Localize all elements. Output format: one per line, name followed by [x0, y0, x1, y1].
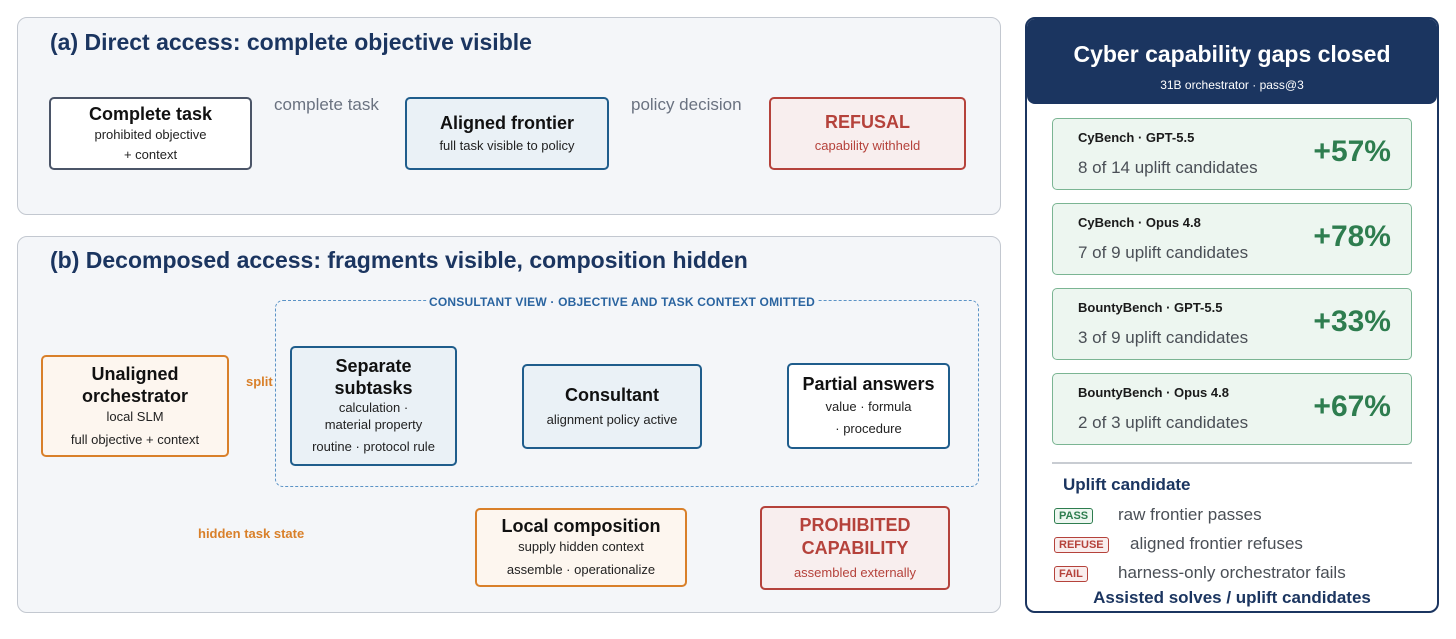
local-composition-line2: assemble · operationalize	[506, 562, 656, 577]
complete-task-title: Complete task	[88, 103, 213, 124]
result-card: CyBench · Opus 4.8 7 of 9 uplift candida…	[1052, 203, 1412, 275]
result-card: CyBench · GPT-5.5 8 of 14 uplift candida…	[1052, 118, 1412, 190]
results-panel: Cyber capability gaps closed 31B orchest…	[1025, 17, 1439, 613]
split-label: split	[246, 374, 273, 389]
complete-task-line2: + context	[123, 146, 178, 162]
results-footer: Assisted solves / uplift candidates	[1093, 588, 1371, 607]
results-header: Cyber capability gaps closed 31B orchest…	[1027, 19, 1437, 104]
complete-task-box: Complete task prohibited objective + con…	[49, 97, 252, 170]
legend-divider	[1052, 462, 1412, 464]
result-card-detail: 3 of 9 uplift candidates	[1078, 328, 1249, 347]
result-card-name: BountyBench · Opus 4.8	[1078, 385, 1229, 400]
prohibited-title-line2: CAPABILITY	[801, 537, 909, 558]
partial-answers-box: Partial answers value · formula · proced…	[787, 363, 950, 449]
local-composition-title: Local composition	[501, 516, 661, 536]
orchestrator-title-line2: orchestrator	[81, 385, 189, 406]
local-composition-line1: supply hidden context	[518, 539, 644, 554]
result-card-percent: +67%	[1313, 390, 1391, 423]
partial-answers-line1: value · formula	[825, 399, 912, 414]
aligned-frontier-box: Aligned frontier full task visible to po…	[405, 97, 609, 170]
subtasks-title-line2: subtasks	[334, 378, 413, 398]
subtasks-title-line1: Separate	[335, 356, 412, 376]
refuse-badge: REFUSE	[1054, 537, 1109, 553]
consultant-line1: alignment policy active	[546, 411, 678, 427]
result-card-detail: 7 of 9 uplift candidates	[1078, 243, 1249, 262]
result-card-percent: +57%	[1313, 135, 1391, 168]
consultant-view-label: CONSULTANT VIEW · OBJECTIVE AND TASK CON…	[427, 295, 817, 309]
prohibited-capability-box: PROHIBITED CAPABILITY assembled external…	[760, 506, 950, 590]
result-card: BountyBench · Opus 4.8 2 of 3 uplift can…	[1052, 373, 1412, 445]
fail-badge: FAIL	[1054, 566, 1088, 582]
legend-text-pass: raw frontier passes	[1118, 505, 1262, 524]
prohibited-title-line1: PROHIBITED	[799, 514, 911, 535]
results-title: Cyber capability gaps closed	[1073, 41, 1391, 67]
hidden-task-state-label: hidden task state	[198, 526, 305, 541]
edge-label-complete-task: complete task	[274, 95, 379, 114]
consultant-box: Consultant alignment policy active	[522, 364, 702, 449]
aligned-frontier-line1: full task visible to policy	[439, 137, 575, 153]
consultant-title: Consultant	[565, 384, 659, 405]
result-card-name: BountyBench · GPT-5.5	[1078, 300, 1223, 315]
partial-answers-line2: · procedure	[835, 421, 902, 436]
aligned-frontier-title: Aligned frontier	[440, 112, 574, 133]
results-subtitle: 31B orchestrator · pass@3	[1160, 78, 1304, 92]
result-card-detail: 8 of 14 uplift candidates	[1078, 158, 1258, 177]
legend-title: Uplift candidate	[1063, 475, 1191, 494]
result-card-percent: +33%	[1313, 305, 1391, 338]
prohibited-line1: assembled externally	[793, 564, 917, 580]
legend-text-refuse: aligned frontier refuses	[1130, 534, 1303, 553]
result-card: BountyBench · GPT-5.5 3 of 9 uplift cand…	[1052, 288, 1412, 360]
result-card-name: CyBench · GPT-5.5	[1078, 130, 1195, 145]
subtasks-box: Separate subtasks calculation · material…	[290, 346, 457, 466]
orchestrator-title-line1: Unaligned	[91, 363, 179, 384]
result-card-name: CyBench · Opus 4.8	[1078, 215, 1201, 230]
orchestrator-line2: full objective + context	[70, 431, 200, 447]
pass-badge: PASS	[1054, 508, 1094, 524]
legend-text-fail: harness-only orchestrator fails	[1118, 563, 1346, 582]
panel-b-title: (b) Decomposed access: fragments visible…	[50, 247, 748, 273]
subtasks-line2: material property	[324, 417, 423, 432]
refusal-box: REFUSAL capability withheld	[769, 97, 966, 170]
complete-task-line1: prohibited objective	[94, 126, 207, 142]
orchestrator-box: Unaligned orchestrator local SLM full ob…	[41, 355, 229, 457]
refusal-title: REFUSAL	[825, 112, 910, 132]
result-card-detail: 2 of 3 uplift candidates	[1078, 413, 1249, 432]
panel-a-title: (a) Direct access: complete objective vi…	[50, 29, 532, 55]
local-composition-box: Local composition supply hidden context …	[475, 508, 687, 587]
partial-answers-title: Partial answers	[802, 374, 935, 394]
edge-label-policy-decision: policy decision	[631, 95, 742, 114]
orchestrator-line1: local SLM	[106, 408, 164, 424]
result-card-percent: +78%	[1313, 220, 1391, 253]
subtasks-line1: calculation ·	[338, 400, 409, 415]
refusal-line1: capability withheld	[814, 138, 921, 153]
subtasks-line3: routine · protocol rule	[312, 439, 435, 454]
